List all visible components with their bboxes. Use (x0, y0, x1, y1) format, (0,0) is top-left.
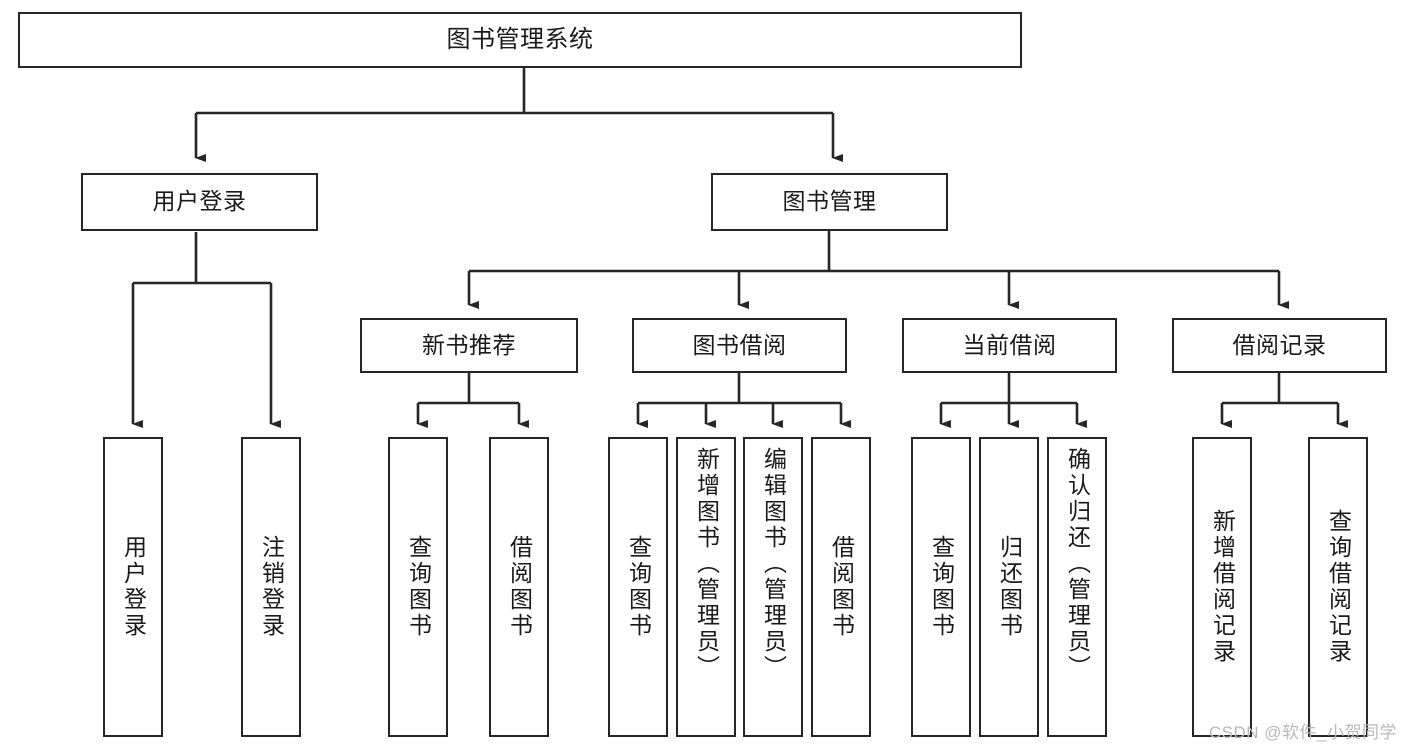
leaf-bookborrow-query-book[interactable]: 查询图书 (608, 437, 668, 737)
node-user-login[interactable]: 用户登录 (81, 173, 318, 231)
node-label: 确认归还（管理员） (1064, 447, 1091, 681)
node-label: 图书借阅 (692, 331, 787, 358)
leaf-borrowrecord-add-record[interactable]: 新增借阅记录 (1192, 437, 1252, 737)
node-label: 归还图书 (996, 535, 1023, 639)
node-label: 借阅图书 (828, 535, 855, 639)
node-root-system[interactable]: 图书管理系统 (18, 12, 1022, 68)
leaf-newbook-query-book[interactable]: 查询图书 (388, 437, 448, 737)
leaf-user-login[interactable]: 用户登录 (103, 437, 163, 737)
leaf-logout-login[interactable]: 注销登录 (241, 437, 301, 737)
node-label: 新增借阅记录 (1209, 509, 1236, 665)
leaf-bookborrow-add-book-admin[interactable]: 新增图书（管理员） (676, 437, 736, 737)
node-label: 新书推荐 (422, 331, 516, 358)
leaf-newbook-borrow-book[interactable]: 借阅图书 (489, 437, 549, 737)
node-label: 注销登录 (258, 535, 285, 639)
node-label: 图书管理系统 (446, 25, 594, 53)
node-label: 编辑图书（管理员） (760, 447, 787, 681)
leaf-currentborrow-return-book[interactable]: 归还图书 (979, 437, 1039, 737)
node-label: 查询图书 (405, 535, 432, 639)
node-label: 用户登录 (152, 188, 247, 215)
node-book-management[interactable]: 图书管理 (711, 173, 948, 231)
node-label: 用户登录 (120, 535, 147, 639)
node-book-borrow[interactable]: 图书借阅 (632, 318, 847, 373)
leaf-currentborrow-query-book[interactable]: 查询图书 (911, 437, 971, 737)
node-label: 借阅记录 (1232, 331, 1327, 358)
node-label: 查询图书 (928, 535, 955, 639)
node-new-book-recommend[interactable]: 新书推荐 (360, 318, 578, 373)
leaf-borrowrecord-query-record[interactable]: 查询借阅记录 (1308, 437, 1368, 737)
node-borrow-record[interactable]: 借阅记录 (1172, 318, 1387, 373)
leaf-bookborrow-borrow-book[interactable]: 借阅图书 (811, 437, 871, 737)
node-label: 图书管理 (782, 188, 877, 215)
node-label: 借阅图书 (506, 535, 533, 639)
node-current-borrow[interactable]: 当前借阅 (902, 318, 1117, 373)
watermark-text: CSDN @软件_小贺同学 (1208, 723, 1397, 742)
node-label: 新增图书（管理员） (693, 447, 720, 681)
leaf-bookborrow-edit-book-admin[interactable]: 编辑图书（管理员） (743, 437, 803, 737)
leaf-currentborrow-confirm-return-admin[interactable]: 确认归还（管理员） (1047, 437, 1107, 737)
node-label: 查询借阅记录 (1325, 509, 1352, 665)
node-label: 当前借阅 (962, 331, 1057, 358)
node-label: 查询图书 (625, 535, 652, 639)
